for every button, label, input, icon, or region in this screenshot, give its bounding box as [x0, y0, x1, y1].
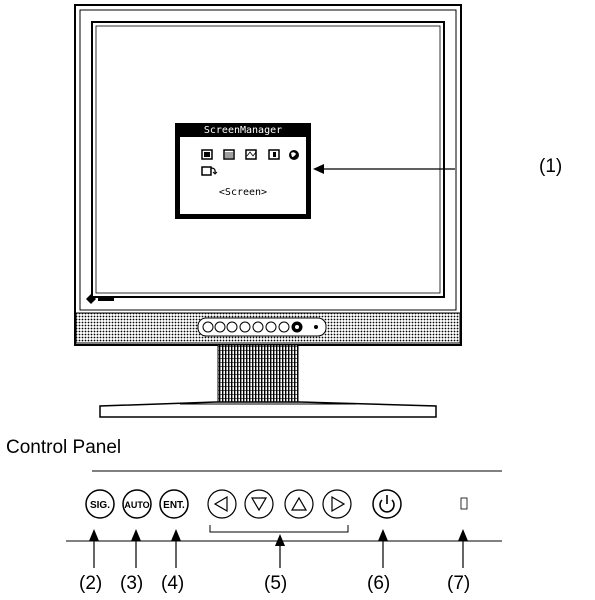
up-arrow-icon: [290, 496, 308, 511]
sig-button-label: SIG.: [90, 500, 110, 511]
callout-6-pointer: [378, 529, 388, 568]
right-button[interactable]: [322, 489, 352, 519]
others-icon: [289, 150, 299, 160]
callout-2-label: (2): [79, 573, 103, 594]
information-icon: [201, 166, 218, 176]
left-arrow-icon: [213, 495, 228, 513]
osd-title: ScreenManager: [204, 125, 282, 136]
osd-menu: ScreenManager <Screen>: [175, 123, 311, 219]
power-indicator-icon: [460, 497, 468, 510]
up-button[interactable]: [284, 489, 314, 519]
stand-neck: [217, 344, 299, 406]
power-icon: [379, 495, 395, 513]
brand-logo: [86, 294, 114, 304]
power-button[interactable]: [372, 489, 402, 519]
sig-button[interactable]: SIG.: [85, 489, 115, 519]
callout-1-pointer: [313, 164, 455, 174]
callout-7-label: (7): [447, 573, 471, 594]
callout-5-pointer: [275, 534, 285, 568]
control-panel-title: Control Panel: [6, 437, 122, 458]
callout-4-label: (4): [161, 573, 185, 594]
auto-button[interactable]: AUTO: [122, 489, 152, 519]
down-arrow-icon: [250, 497, 268, 512]
front-button-cluster: [197, 317, 327, 337]
enter-button-label: ENT.: [163, 500, 185, 511]
color-icon: [223, 149, 235, 160]
powermanager-icon: [268, 149, 280, 160]
callout-7-pointer: [458, 529, 468, 568]
callout-3-label: (3): [120, 573, 144, 594]
callout-5-label: (5): [264, 573, 288, 594]
sound-icon: [245, 149, 257, 160]
callout-1-label: (1): [539, 156, 563, 177]
left-button[interactable]: [207, 489, 237, 519]
auto-button-label: AUTO: [124, 500, 149, 510]
down-button[interactable]: [244, 489, 274, 519]
osd-selected-item: <Screen>: [219, 187, 267, 198]
callout-3-pointer: [131, 529, 141, 568]
callout-6-label: (6): [367, 573, 391, 594]
screen-icon: [201, 149, 213, 160]
monitor: [74, 4, 462, 418]
callout-2-pointer: [89, 529, 99, 568]
enter-button[interactable]: ENT.: [159, 489, 189, 519]
stand-base: [99, 401, 437, 418]
callout-4-pointer: [171, 529, 181, 568]
right-arrow-icon: [331, 495, 346, 513]
arrow-group-bracket: [209, 525, 349, 533]
